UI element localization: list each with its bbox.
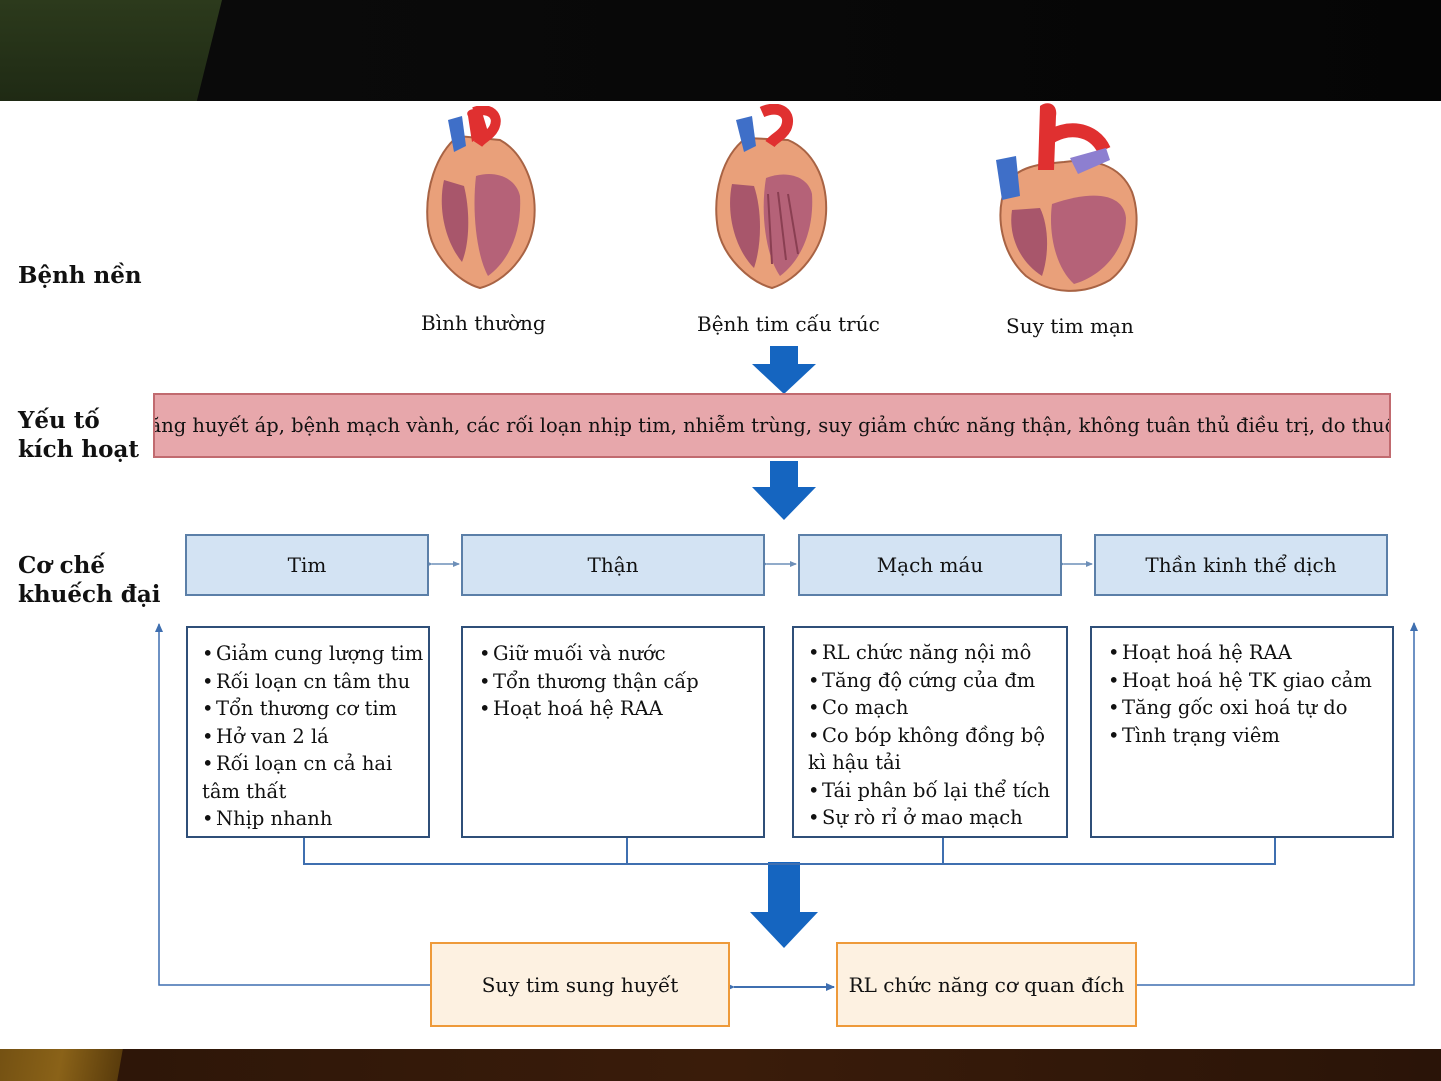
- chronic-heart-failure-heart-icon: [996, 103, 1138, 292]
- mechanism-title: Tim: [287, 553, 327, 577]
- outcome-congestive-heart-failure: Suy tim sung huyết: [430, 942, 730, 1027]
- outcome-label: Suy tim sung huyết: [481, 972, 679, 997]
- list-item: RL chức năng nội mô: [808, 639, 1062, 667]
- mechanism-title: Thận: [587, 553, 639, 577]
- heart-caption-chronic: Suy tim mạn: [1006, 314, 1134, 338]
- down-arrow-3: [750, 862, 818, 948]
- list-item: Rối loạn cn tâm thu: [202, 668, 424, 696]
- list-item: Tình trạng viêm: [1108, 722, 1388, 750]
- outcome-end-organ-dysfunction: RL chức năng cơ quan đích: [836, 942, 1137, 1027]
- heart-caption-normal: Bình thường: [421, 311, 546, 335]
- mechanism-details-heart: Giảm cung lượng tim Rối loạn cn tâm thu …: [186, 626, 430, 838]
- mechanism-details-vessel: RL chức năng nội mô Tăng độ cứng của đm …: [792, 626, 1068, 838]
- outcome-label: RL chức năng cơ quan đích: [848, 972, 1125, 997]
- normal-heart-icon: [426, 106, 536, 290]
- list-item: Tái phân bố lại thể tích: [808, 777, 1062, 805]
- trigger-factors-text: Tăng huyết áp, bệnh mạch vành, các rối l…: [153, 414, 1391, 437]
- list-item: Co bóp không đồng bộ kì hậu tải: [808, 722, 1062, 777]
- row-label-trigger: Yếu tố kích hoạt: [18, 407, 139, 463]
- list-item: Tăng gốc oxi hoá tự do: [1108, 694, 1388, 722]
- mechanism-header-heart: Tim: [185, 534, 429, 596]
- mechanism-header-neurohormonal: Thần kinh thể dịch: [1094, 534, 1388, 596]
- down-arrow-1: [752, 346, 816, 394]
- list-item: Giảm cung lượng tim: [202, 640, 424, 668]
- feedback-right-loop: [1137, 622, 1418, 986]
- structural-disease-heart-icon: [715, 104, 828, 290]
- feedback-left-loop: [155, 623, 430, 986]
- list-item: Rối loạn cn cả hai tâm thất: [202, 750, 424, 805]
- list-item: Tăng độ cứng của đm: [808, 667, 1062, 695]
- list-item: Tổn thương cơ tim: [202, 695, 424, 723]
- mechanism-title: Thần kinh thể dịch: [1145, 553, 1337, 577]
- collector-bracket: [303, 838, 1276, 865]
- row-label-amplifier: Cơ chế khuếch đại: [18, 552, 161, 608]
- mechanism-title: Mạch máu: [876, 553, 984, 577]
- bottom-decorative-band: [0, 1049, 1441, 1081]
- list-item: Sự rò rỉ ở mao mạch: [808, 804, 1062, 832]
- mechanism-header-kidney: Thận: [461, 534, 765, 596]
- list-item: Nhịp nhanh: [202, 805, 424, 833]
- mechanism-header-vessel: Mạch máu: [798, 534, 1062, 596]
- list-item: Hoạt hoá hệ RAA: [479, 695, 759, 723]
- list-item: Hoạt hoá hệ TK giao cảm: [1108, 667, 1388, 695]
- trigger-factors-box: Tăng huyết áp, bệnh mạch vành, các rối l…: [153, 393, 1391, 458]
- list-item: Co mạch: [808, 694, 1062, 722]
- down-arrow-2: [752, 461, 816, 520]
- list-item: Hở van 2 lá: [202, 723, 424, 751]
- list-item: Giữ muối và nước: [479, 640, 759, 668]
- heart-caption-structural: Bệnh tim cấu trúc: [697, 312, 880, 336]
- row-label-underlying: Bệnh nền: [18, 262, 142, 289]
- mechanism-details-kidney: Giữ muối và nước Tổn thương thận cấp Hoạ…: [461, 626, 765, 838]
- mechanism-details-neurohormonal: Hoạt hoá hệ RAA Hoạt hoá hệ TK giao cảm …: [1090, 626, 1394, 838]
- list-item: Tổn thương thận cấp: [479, 668, 759, 696]
- list-item: Hoạt hoá hệ RAA: [1108, 639, 1388, 667]
- top-decorative-band: [0, 0, 1441, 101]
